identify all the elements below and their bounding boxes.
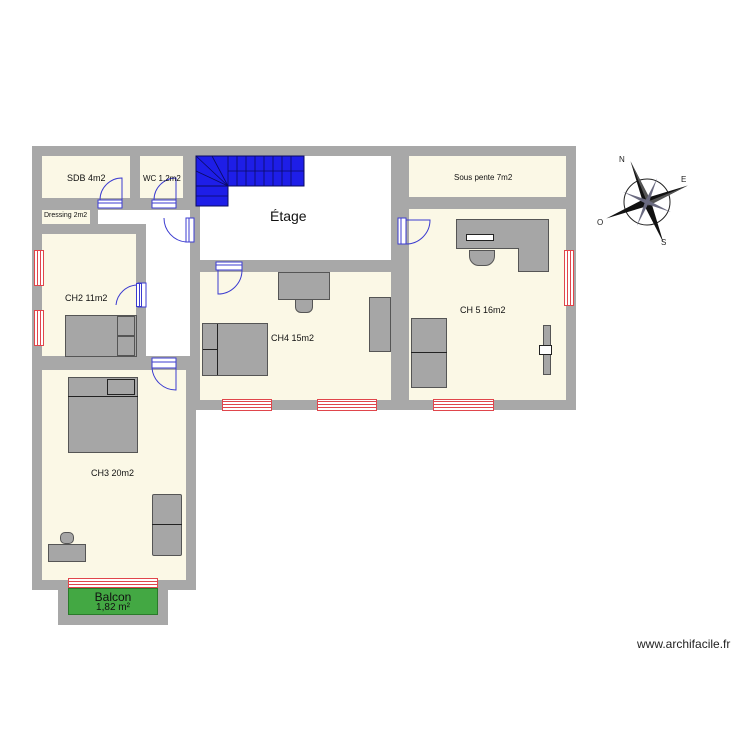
sofa-ch5: [411, 318, 447, 388]
window-ch5-right[interactable]: [564, 250, 574, 306]
label-sdb: SDB 4m2: [67, 173, 106, 183]
room-dressing: [42, 210, 90, 224]
door-etage-right[interactable]: [397, 217, 434, 248]
bed-ch4-line-2: [203, 349, 217, 350]
bed-ch3-pillow: [107, 379, 135, 395]
door-etage-left[interactable]: [162, 216, 198, 246]
door-ch2[interactable]: [114, 282, 148, 309]
desk-ch3: [48, 544, 86, 562]
door-wc[interactable]: [151, 176, 180, 210]
keyboard-ch5: [466, 234, 494, 241]
balcony: [68, 588, 158, 615]
label-dressing: Dressing 2m2: [44, 212, 88, 219]
chair-ch3: [60, 532, 74, 544]
wall-inner-v-wc: [183, 146, 193, 210]
window-ch4-left[interactable]: [222, 399, 272, 411]
window-ch2-bottom[interactable]: [34, 310, 44, 346]
sofa-ch3-line: [152, 524, 182, 525]
door-corridor-left[interactable]: [136, 283, 142, 307]
balcony-label: Balcon: [94, 590, 132, 604]
wall-bottom-right: [190, 400, 576, 410]
room-sdb: [42, 156, 130, 198]
wall-ch3-right: [186, 360, 196, 590]
door-sdb[interactable]: [97, 176, 126, 210]
desk-ch4: [278, 272, 330, 300]
compass-north: N: [619, 155, 625, 164]
window-ch3-balcony[interactable]: [68, 578, 158, 588]
bed-ch2-nightstand: [117, 316, 135, 336]
wall-top-right: [400, 146, 576, 156]
watermark: www.archifacile.fr: [637, 637, 731, 651]
door-ch4[interactable]: [215, 261, 246, 298]
label-ch4: CH4 15m2: [271, 333, 315, 343]
compass-rose-icon: N E S O: [597, 155, 688, 247]
bed-ch2-nightstand-2: [117, 336, 135, 356]
staircase: [195, 155, 305, 207]
label-ch2: CH2 11m2: [65, 293, 108, 303]
window-ch5-bottom[interactable]: [433, 399, 494, 411]
wall-souspente-bottom: [400, 197, 576, 209]
sofa-ch5-line: [411, 352, 447, 353]
bed-ch3: [68, 377, 138, 453]
wall-top-left: [32, 146, 403, 156]
label-wc: WC 1,2m2: [143, 174, 181, 183]
label-ch3: CH3 20m2: [91, 468, 135, 478]
sofa-ch3: [152, 494, 182, 556]
wardrobe-ch4: [369, 297, 391, 352]
chair-ch4: [295, 299, 313, 313]
room-corridor: [146, 210, 190, 356]
wall-corridor-right: [190, 156, 200, 410]
wall-etage-right: [391, 146, 409, 410]
wall-inner-v-dressing: [90, 206, 98, 230]
label-sous-pente: Sous pente 7m2: [454, 173, 513, 182]
balcony-area: 1,82 m²: [96, 602, 130, 613]
compass-west: O: [597, 218, 603, 227]
bed-ch4-line: [217, 324, 218, 375]
chair-ch5: [469, 250, 495, 266]
room-sous-pente: [409, 156, 566, 197]
desk-ch5-return: [518, 248, 549, 272]
window-ch4-right[interactable]: [317, 399, 377, 411]
bed-ch3-pillow-line: [68, 396, 138, 397]
tv-ch5-screen: [539, 345, 552, 355]
door-ch3[interactable]: [151, 357, 178, 394]
compass-east: E: [681, 175, 686, 184]
label-ch5: CH 5 16m2: [460, 305, 506, 315]
window-ch2-top[interactable]: [34, 250, 44, 286]
wall-inner-v-sdb: [130, 146, 140, 210]
label-etage: Étage: [270, 208, 307, 224]
compass-south: S: [661, 238, 666, 247]
